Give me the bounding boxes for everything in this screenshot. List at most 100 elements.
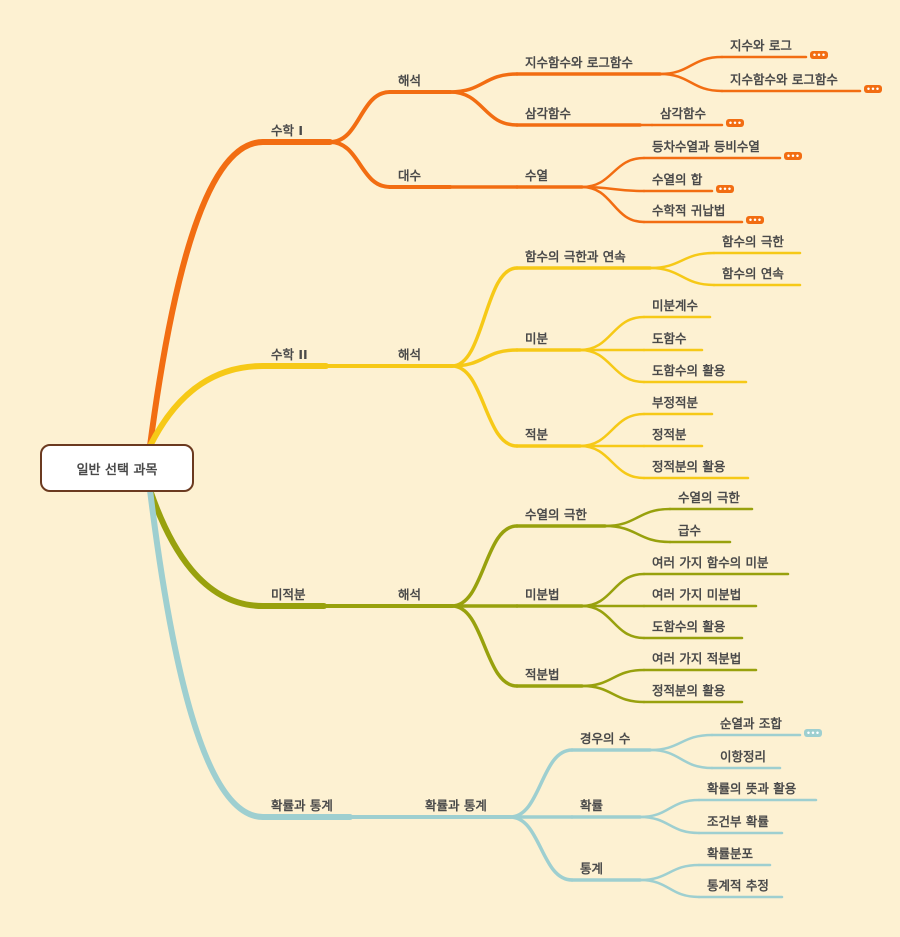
topic-node[interactable]: 수학 I (260, 123, 333, 145)
topic-node[interactable]: 순열과 조합••• (710, 716, 822, 738)
topic-node[interactable]: 삼각함수 ••• (650, 106, 744, 128)
topic-node[interactable]: 정적분의 활용 (642, 459, 750, 480)
topic-label: 미분계수 (652, 298, 699, 313)
topic-node[interactable]: 수학적 귀납법 ••• (642, 203, 764, 225)
topic-node[interactable]: 수학 II (260, 347, 329, 369)
more-dots: ••• (728, 120, 741, 128)
topic-label: 미적분 (271, 587, 306, 602)
collapsed-more-icon[interactable]: ••• (726, 119, 744, 128)
node-link (578, 315, 646, 352)
topic-label: 도함수 (652, 331, 687, 346)
node-link (580, 185, 646, 224)
topic-label: 확률 (580, 798, 604, 813)
topic-node[interactable]: 미적분 (260, 587, 327, 609)
link-layer (147, 55, 724, 899)
topic-label: 해석 (398, 73, 421, 88)
topic-node[interactable]: 확률과 통계 (415, 798, 512, 819)
topic-node[interactable]: 부정적분 (642, 395, 714, 416)
topic-node[interactable]: 미분계수 (642, 298, 712, 319)
topic-node[interactable]: 경우의 수 (570, 731, 652, 752)
topic-node[interactable]: 도함수의 활용 (642, 619, 744, 640)
node-link (648, 266, 716, 287)
topic-label: 수열의 극한 (678, 490, 740, 505)
topic-node[interactable]: 해석 (388, 347, 454, 368)
topic-node[interactable]: 함수의 극한과 연속 (515, 249, 652, 270)
topic-label: 확률의 뜻과 활용 (707, 781, 797, 796)
topic-node[interactable]: 적분법 (515, 667, 584, 688)
node-link (508, 748, 574, 819)
topic-node[interactable]: 해석 (388, 587, 454, 608)
node-link (580, 604, 646, 640)
topic-node[interactable]: 수열 (515, 168, 584, 189)
topic-label: 지수와 로그 (730, 38, 792, 53)
more-dots: ••• (866, 86, 879, 94)
node-link (450, 604, 519, 688)
collapsed-more-icon[interactable]: ••• (864, 85, 882, 94)
topic-node[interactable]: 지수함수와 로그함수 (515, 55, 662, 76)
node-link (603, 507, 672, 528)
node-link (603, 524, 672, 544)
topic-node[interactable]: 도함수의 활용 (642, 363, 748, 384)
topic-label: 함수의 극한과 연속 (525, 249, 626, 264)
collapsed-more-icon[interactable]: ••• (716, 185, 734, 194)
topic-label: 삼각함수 (660, 106, 707, 121)
topic-label: 부정적분 (652, 395, 699, 410)
node-link (638, 815, 701, 835)
node-link (448, 90, 519, 127)
node-link (648, 251, 716, 270)
topic-node[interactable]: 함수의 연속 (712, 266, 802, 287)
topic-node[interactable]: 확률분포 (697, 846, 772, 867)
node-link (450, 266, 519, 368)
topic-node[interactable]: 조건부 확률 (697, 814, 784, 835)
node-link (638, 863, 701, 882)
topic-node[interactable]: 도함수 (642, 331, 704, 352)
topic-node[interactable]: 등차수열과 등비수열••• (642, 139, 802, 161)
topic-node[interactable]: 통계 (570, 861, 642, 882)
node-link (328, 90, 392, 144)
collapsed-more-icon[interactable]: ••• (804, 729, 822, 738)
topic-node[interactable]: 미분 (515, 331, 582, 352)
topic-node[interactable]: 확률의 뜻과 활용 (697, 781, 818, 802)
collapsed-more-icon[interactable]: ••• (746, 216, 764, 225)
node-link (450, 348, 519, 368)
topic-node[interactable]: 지수와 로그 ••• (720, 38, 828, 60)
topic-node[interactable]: 급수 (668, 523, 732, 544)
root-node[interactable]: 일반 선택 과목 (40, 444, 194, 492)
more-dots: ••• (786, 153, 799, 161)
topic-node[interactable]: 수열의 극한 (668, 490, 754, 511)
node-link (450, 364, 519, 448)
topic-node[interactable]: 여러 가지 적분법 (642, 651, 758, 672)
node-link (648, 733, 714, 752)
topic-label: 확률과 통계 (425, 798, 487, 813)
topic-node[interactable]: 확률 (570, 798, 642, 819)
topic-node[interactable]: 이항정리 (710, 749, 782, 770)
more-dots: ••• (718, 186, 731, 194)
collapsed-more-icon[interactable]: ••• (784, 152, 802, 161)
topic-node[interactable]: 미분법 (515, 587, 584, 608)
topic-label: 통계적 추정 (707, 878, 769, 893)
topic-label: 수학적 귀납법 (652, 203, 725, 218)
topic-node[interactable]: 여러 가지 함수의 미분 (642, 555, 790, 576)
topic-node[interactable]: 대수 (388, 168, 452, 189)
topic-label: 조건부 확률 (707, 814, 769, 829)
topic-node[interactable]: 여러 가지 미분법 (642, 587, 758, 608)
more-pill (746, 216, 764, 224)
topic-label: 미분 (525, 331, 549, 346)
topic-node[interactable]: 지수함수와 로그함수••• (720, 72, 882, 94)
topic-node[interactable]: 함수의 극한 (712, 234, 802, 255)
node-link (578, 444, 646, 480)
topic-node[interactable]: 정적분의 활용 (642, 683, 744, 704)
collapsed-more-icon[interactable]: ••• (810, 51, 828, 60)
topic-node[interactable]: 정적분 (642, 427, 704, 448)
topic-node[interactable]: 통계적 추정 (697, 878, 784, 899)
topic-node[interactable]: 적분 (515, 427, 582, 448)
topic-node[interactable]: 확률과 통계 (260, 798, 353, 820)
topic-node[interactable]: 수열의 극한 (515, 507, 607, 528)
topic-node[interactable]: 해석 (388, 73, 452, 94)
topic-node[interactable]: 삼각함수 (515, 106, 642, 127)
branch-link (147, 363, 266, 449)
more-pill (784, 152, 802, 160)
topic-node[interactable]: 수열의 합••• (642, 172, 734, 194)
